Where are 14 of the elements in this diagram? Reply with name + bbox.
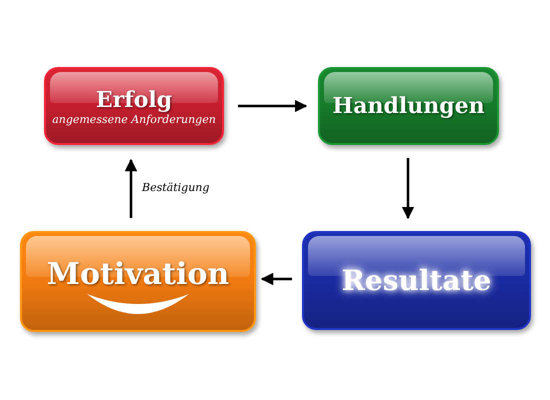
edge-label: Bestätigung (142, 181, 210, 194)
arrow (402, 158, 414, 220)
rounded-box (302, 231, 531, 330)
rounded-box (44, 67, 224, 145)
box-title: Resultate (342, 264, 492, 297)
arrow (260, 272, 292, 286)
box-subtitle: angemessene Anforderungen (52, 112, 216, 126)
box-title: Handlungen (332, 93, 485, 119)
rounded-box (318, 67, 499, 145)
box-title: Motivation (46, 257, 230, 292)
box-title: Erfolg (96, 86, 172, 112)
rounded-box (20, 231, 256, 332)
arrow (124, 158, 138, 218)
arrow (238, 100, 308, 112)
